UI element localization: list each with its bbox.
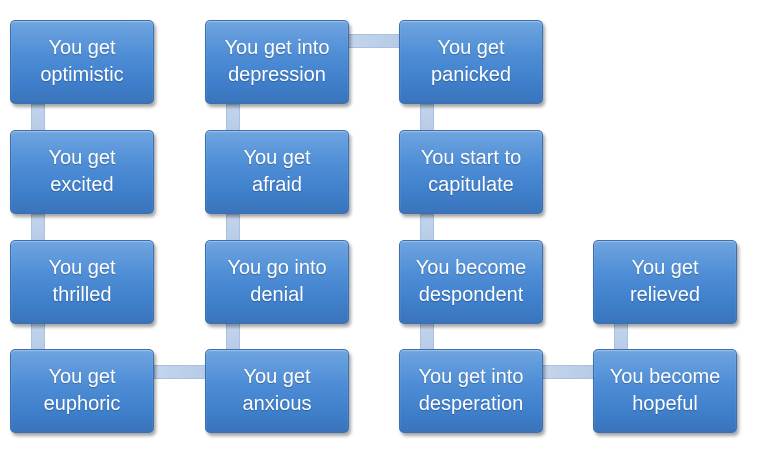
box-afraid: You get afraid	[205, 130, 349, 214]
connector-despondent-desperation	[420, 323, 434, 351]
box-excited: You get excited	[10, 130, 154, 214]
box-label: You get anxious	[242, 366, 312, 415]
box-panicked: You get panicked	[399, 20, 543, 104]
box-label: You get excited	[48, 147, 116, 196]
connector-depression-panicked	[348, 34, 400, 48]
box-label: You become despondent	[415, 257, 527, 306]
connector-capitulate-despondent	[420, 214, 434, 242]
box-capitulate: You start to capitulate	[399, 130, 543, 214]
box-label: You get relieved	[629, 257, 701, 306]
connector-hopeful-relieved	[614, 323, 628, 351]
box-label: You get into desperation	[418, 366, 524, 415]
box-label: You get into depression	[224, 37, 330, 86]
box-optimistic: You get optimistic	[10, 20, 154, 104]
box-label: You go into denial	[227, 257, 327, 306]
box-label: You start to capitulate	[420, 147, 522, 196]
box-despondent: You become despondent	[399, 240, 543, 324]
box-hopeful: You become hopeful	[593, 349, 737, 433]
connector-afraid-depression	[226, 104, 240, 132]
box-label: You get optimistic	[40, 37, 124, 86]
box-relieved: You get relieved	[593, 240, 737, 324]
box-depression: You get into depression	[205, 20, 349, 104]
box-label: You become hopeful	[609, 366, 721, 415]
connector-thrilled-euphoric	[31, 323, 45, 351]
box-label: You get panicked	[430, 37, 512, 86]
connector-panicked-capitulate	[420, 104, 434, 132]
box-anxious: You get anxious	[205, 349, 349, 433]
box-desperation: You get into desperation	[399, 349, 543, 433]
connector-euphoric-anxious	[154, 365, 206, 379]
box-thrilled: You get thrilled	[10, 240, 154, 324]
box-denial: You go into denial	[205, 240, 349, 324]
connector-denial-afraid	[226, 214, 240, 242]
box-label: You get euphoric	[43, 366, 121, 415]
connector-excited-thrilled	[31, 214, 45, 242]
box-euphoric: You get euphoric	[10, 349, 154, 433]
connector-anxious-denial	[226, 323, 240, 351]
box-label: You get afraid	[243, 147, 311, 196]
connector-desperation-hopeful	[542, 365, 594, 379]
box-label: You get thrilled	[48, 257, 116, 306]
connector-optimistic-excited	[31, 104, 45, 132]
